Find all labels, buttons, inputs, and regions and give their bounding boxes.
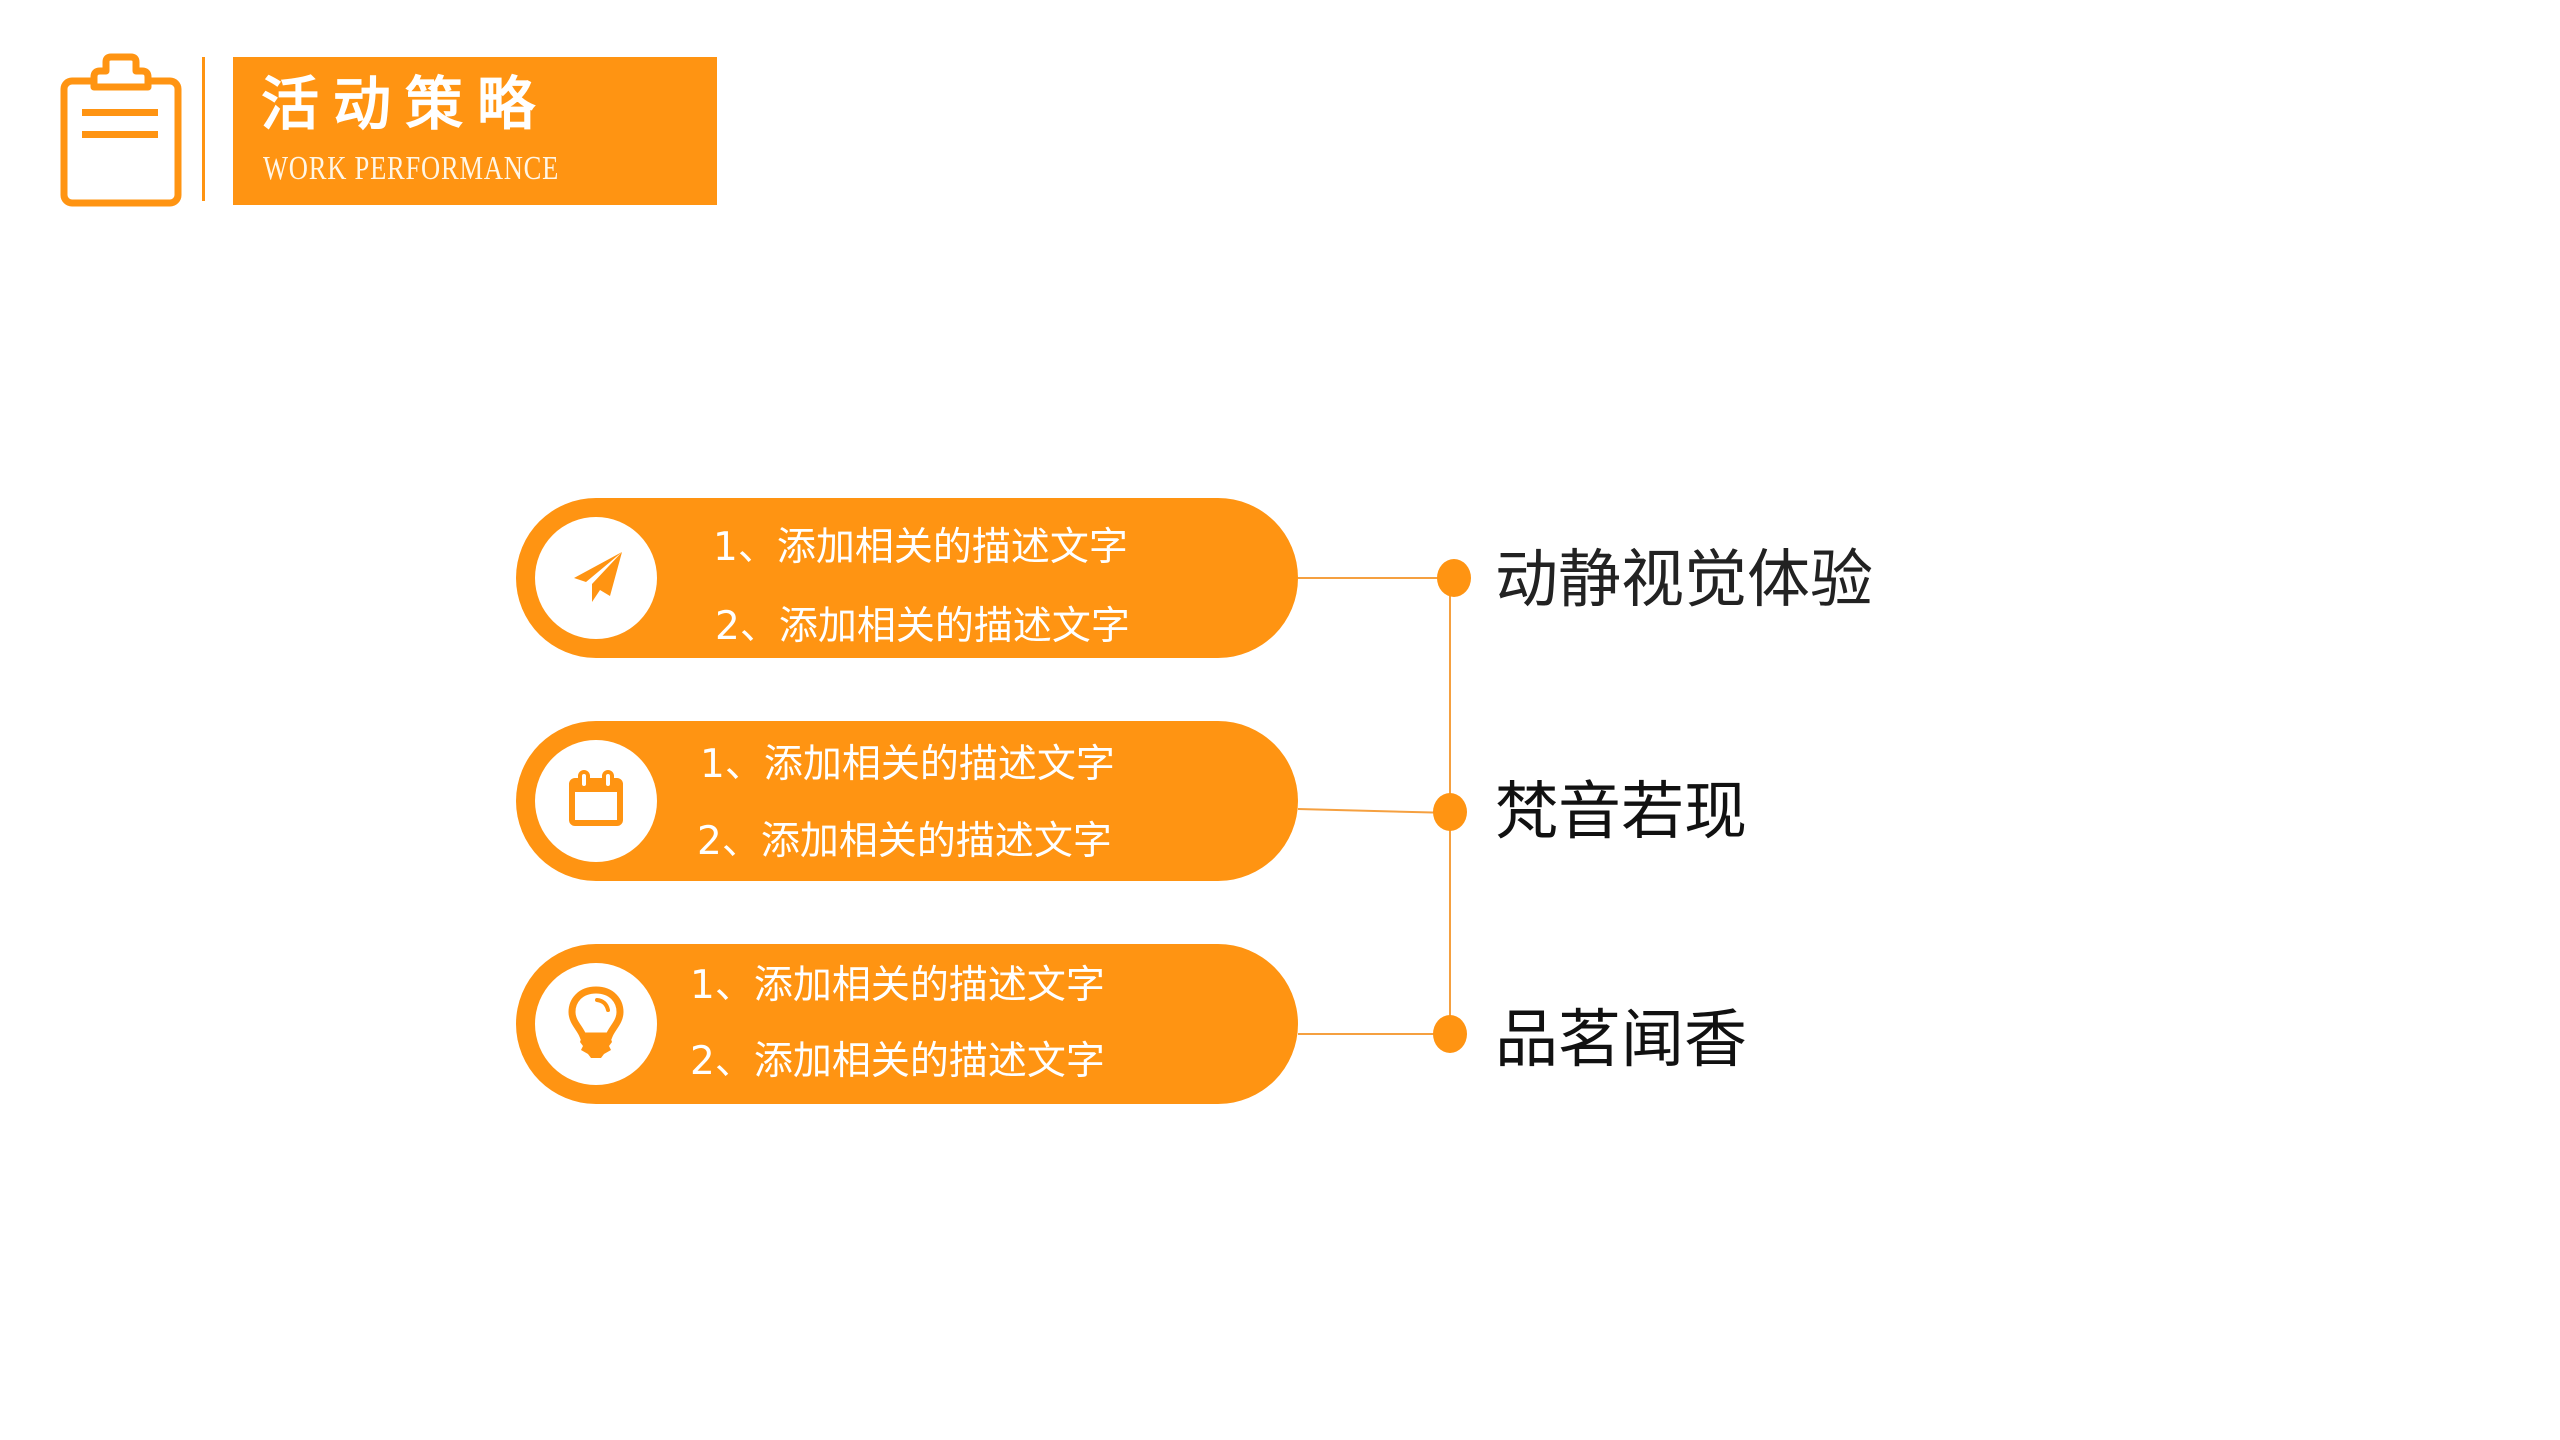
strategy-label-3: 品茗闻香 — [1495, 1003, 1747, 1076]
title-banner: 活动策略 WORK PERFORMANCE — [233, 57, 717, 205]
pill-text-line-1: 1、添加相关的描述文字 — [690, 963, 1105, 1008]
strategy-pill-3: 1、添加相关的描述文字 2、添加相关的描述文字 — [516, 944, 1298, 1104]
timeline-dot-2 — [1433, 793, 1467, 831]
timeline-dot-3 — [1433, 1015, 1467, 1053]
lightbulb-icon — [566, 986, 626, 1062]
calendar-icon — [566, 769, 626, 833]
icon-circle — [535, 517, 657, 639]
strategy-label-1: 动静视觉体验 — [1495, 543, 1873, 616]
pill-text-line-2: 2、添加相关的描述文字 — [690, 1039, 1105, 1084]
pill-text-line-2: 2、添加相关的描述文字 — [715, 604, 1130, 649]
header-divider — [202, 57, 205, 201]
timeline-dot-1 — [1437, 559, 1471, 597]
pill-text-line-1: 1、添加相关的描述文字 — [700, 742, 1115, 787]
strategy-pill-1: 1、添加相关的描述文字 2、添加相关的描述文字 — [516, 498, 1298, 658]
pill-text-line-2: 2、添加相关的描述文字 — [697, 819, 1112, 864]
icon-circle — [535, 740, 657, 862]
page-title: 活动策略 — [261, 70, 550, 138]
icon-circle — [535, 963, 657, 1085]
clipboard-icon — [58, 53, 184, 209]
strategy-label-2: 梵音若现 — [1495, 775, 1747, 848]
page-subtitle: WORK PERFORMANCE — [263, 150, 560, 187]
paper-plane-icon — [566, 546, 626, 610]
pill-text-line-1: 1、添加相关的描述文字 — [713, 525, 1128, 570]
connector-line-1 — [1298, 577, 1448, 579]
strategy-pill-2: 1、添加相关的描述文字 2、添加相关的描述文字 — [516, 721, 1298, 881]
connector-line-3 — [1298, 1033, 1448, 1035]
connector-line-2 — [1297, 808, 1448, 814]
